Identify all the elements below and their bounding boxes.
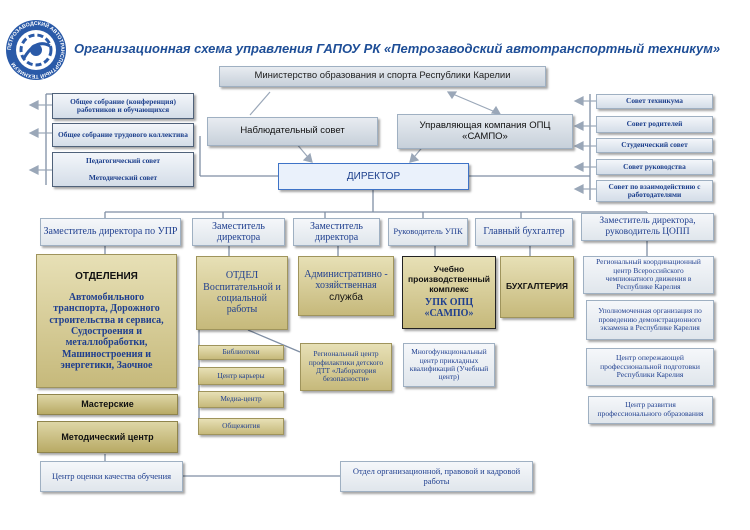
upk-label-a: Учебно производственный комплекс	[408, 264, 490, 294]
head-upk-box: Руководитель УПК	[388, 218, 468, 246]
championship-center-box: Региональный координационный центр Всеро…	[583, 256, 714, 294]
advanced-training-center-label: Центр опережающей профессиональной подго…	[600, 353, 700, 380]
council-parents-box: Совет родителей	[596, 116, 713, 133]
methodical-council-label: Методический совет	[88, 172, 158, 182]
dormitory-box: Общежития	[198, 418, 284, 435]
pedagogical-council-label: Педагогический совет	[86, 156, 160, 166]
page-title: Организационная схема управления ГАПОУ Р…	[74, 41, 721, 56]
departments-box: ОТДЕЛЕНИЯ Автомобильного транспорта, Дор…	[36, 254, 177, 388]
general-meeting-conference-label: Общее собрание (конференция) работников …	[70, 96, 176, 114]
prevention-center-label: Региональный центр профилактики детского…	[308, 349, 384, 384]
legal-dept-label: Отдел организационной, правовой и кадров…	[352, 465, 521, 486]
media-center-box: Медиа-центр	[198, 391, 284, 408]
council-students-label: Студенческий совет	[621, 140, 688, 150]
council-management-label: Совет руководства	[623, 161, 686, 171]
departments-list: Автомобильного транспорта, Дорожного стр…	[49, 292, 164, 371]
council-parents-label: Совет родителей	[626, 119, 683, 129]
educational-dept-box: ОТДЕЛ Воспитательной и социальной работы	[196, 256, 288, 330]
general-meeting-conference-box: Общее собрание (конференция) работников …	[52, 93, 194, 119]
deputy-director-1-label: Заместитель директора	[212, 220, 265, 243]
chief-accountant-box: Главный бухгалтер	[475, 218, 573, 246]
quality-center-label: Центр оценки качества обучения	[51, 470, 172, 481]
dormitory-label: Общежития	[222, 421, 260, 431]
upk-label-b: УПК ОПЦ «САМПО»	[424, 297, 474, 320]
admin-service-box: Административно - хозяйственная служба	[298, 256, 394, 316]
director-box: ДИРЕКТОР	[278, 163, 469, 190]
council-employers-box: Совет по взаимодействию с работодателями	[596, 180, 713, 202]
general-meeting-labor-label: Общее собрание трудового коллектива	[58, 129, 188, 139]
demo-exam-org-box: Уполномоченная организация по проведению…	[586, 300, 714, 340]
admin-service-label-b: служба	[329, 291, 363, 303]
council-technikum-label: Совет техникума	[625, 96, 683, 106]
council-employers-label: Совет по взаимодействию с работодателями	[608, 181, 701, 199]
management-company-box: Управляющая компания ОПЦ «САМПО»	[397, 114, 573, 149]
workshops-box: Мастерские	[37, 394, 178, 415]
media-center-label: Медиа-центр	[220, 394, 262, 404]
prof-education-center-label: Центр развития профессионального образов…	[597, 400, 704, 418]
deputy-copp-label: Заместитель директора, руководитель ЦОПП	[599, 216, 696, 237]
head-upk-label: Руководитель УПК	[393, 226, 463, 237]
demo-exam-org-label: Уполномоченная организация по проведению…	[598, 306, 702, 333]
career-center-box: Центр карьеры	[198, 367, 284, 385]
legal-dept-box: Отдел организационной, правовой и кадров…	[340, 461, 533, 492]
deputy-copp-box: Заместитель директора, руководитель ЦОПП	[581, 213, 714, 241]
management-company-label: Управляющая компания ОПЦ «САМПО»	[419, 119, 551, 142]
multifunctional-center-box: Многофункциональный центр прикладных ква…	[403, 343, 495, 387]
supervisory-board-label: Наблюдательный совет	[240, 125, 345, 137]
accounting-box: БУХГАЛТЕРИЯ	[500, 256, 574, 318]
library-label: Библиотеки	[222, 347, 260, 357]
council-students-box: Студенческий совет	[596, 138, 713, 153]
methodical-center-box: Методический центр	[37, 421, 178, 453]
upk-box: Учебно производственный комплекс УПК ОПЦ…	[402, 256, 496, 329]
deputy-director-2-label: Заместитель директора	[310, 220, 363, 243]
advanced-training-center-box: Центр опережающей профессиональной подго…	[586, 348, 714, 386]
ministry-label: Министерство образования и спорта Респуб…	[254, 70, 511, 82]
council-management-box: Совет руководства	[596, 159, 713, 175]
accounting-label: БУХГАЛТЕРИЯ	[505, 281, 569, 292]
prof-education-center-box: Центр развития профессионального образов…	[588, 396, 713, 424]
career-center-label: Центр карьеры	[217, 370, 265, 380]
methodical-center-label: Методический центр	[61, 431, 154, 442]
departments-title: ОТДЕЛЕНИЯ	[75, 270, 138, 282]
deputy-director-1-box: Заместитель директора	[192, 218, 285, 246]
championship-center-label: Региональный координационный центр Всеро…	[596, 257, 701, 292]
workshops-label: Мастерские	[81, 399, 134, 410]
library-box: Библиотеки	[198, 345, 284, 360]
pedagogical-methodical-box: Педагогический совет Методический совет	[52, 152, 194, 187]
general-meeting-labor-box: Общее собрание трудового коллектива	[52, 123, 194, 147]
council-technikum-box: Совет техникума	[596, 94, 713, 109]
supervisory-board-box: Наблюдательный совет	[207, 117, 378, 146]
multifunctional-center-label: Многофункциональный центр прикладных ква…	[409, 347, 489, 382]
admin-service-label: Административно - хозяйственная	[304, 269, 388, 292]
director-label: ДИРЕКТОР	[346, 170, 401, 182]
deputy-director-2-box: Заместитель директора	[293, 218, 380, 246]
quality-center-box: Центр оценки качества обучения	[40, 461, 183, 492]
ministry-box: Министерство образования и спорта Респуб…	[219, 66, 546, 87]
prevention-center-box: Региональный центр профилактики детского…	[300, 343, 392, 391]
deputy-upr-box: Заместитель директора по УПР	[40, 218, 181, 246]
chief-accountant-label: Главный бухгалтер	[483, 226, 565, 238]
educational-dept-label: ОТДЕЛ Воспитательной и социальной работы	[203, 270, 281, 316]
deputy-upr-label: Заместитель директора по УПР	[43, 226, 178, 238]
technikum-logo: ПЕТРОЗАВОДСКИЙ АВТОТРАНСПОРТНЫЙ ТЕХНИКУМ	[4, 18, 68, 82]
